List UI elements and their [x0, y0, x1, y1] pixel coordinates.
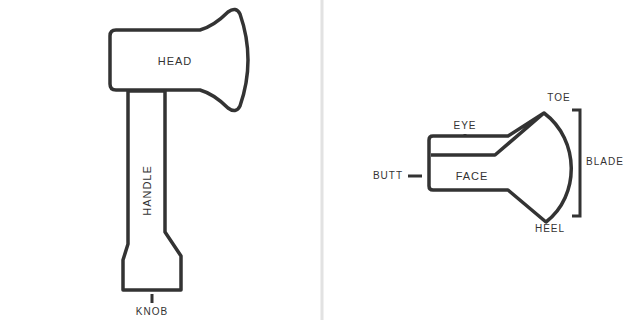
- outline-path: [429, 113, 571, 222]
- part-name: HEAD: [158, 56, 193, 67]
- axe-handle-outline: HANDLE: [116, 86, 190, 294]
- panel-divider: [321, 0, 324, 320]
- part-label: BLADE: [586, 157, 624, 167]
- part-label: HEEL: [535, 224, 565, 234]
- axe-head-outline: HEAD: [104, 4, 252, 118]
- part-label: TOE: [547, 93, 570, 103]
- part-label: EYE: [453, 121, 476, 131]
- part-name: FACE: [456, 171, 489, 182]
- leader-line: [408, 175, 422, 178]
- leader-line: [151, 294, 154, 303]
- blade-bracket: [572, 110, 580, 216]
- part-name: HANDLE: [142, 165, 153, 216]
- axe-head-side-outline: FACE: [420, 104, 580, 230]
- part-label: KNOB: [136, 307, 168, 317]
- outline: [116, 86, 190, 294]
- outline: [420, 104, 580, 230]
- part-label: BUTT: [373, 171, 403, 181]
- outline-path: [123, 91, 181, 290]
